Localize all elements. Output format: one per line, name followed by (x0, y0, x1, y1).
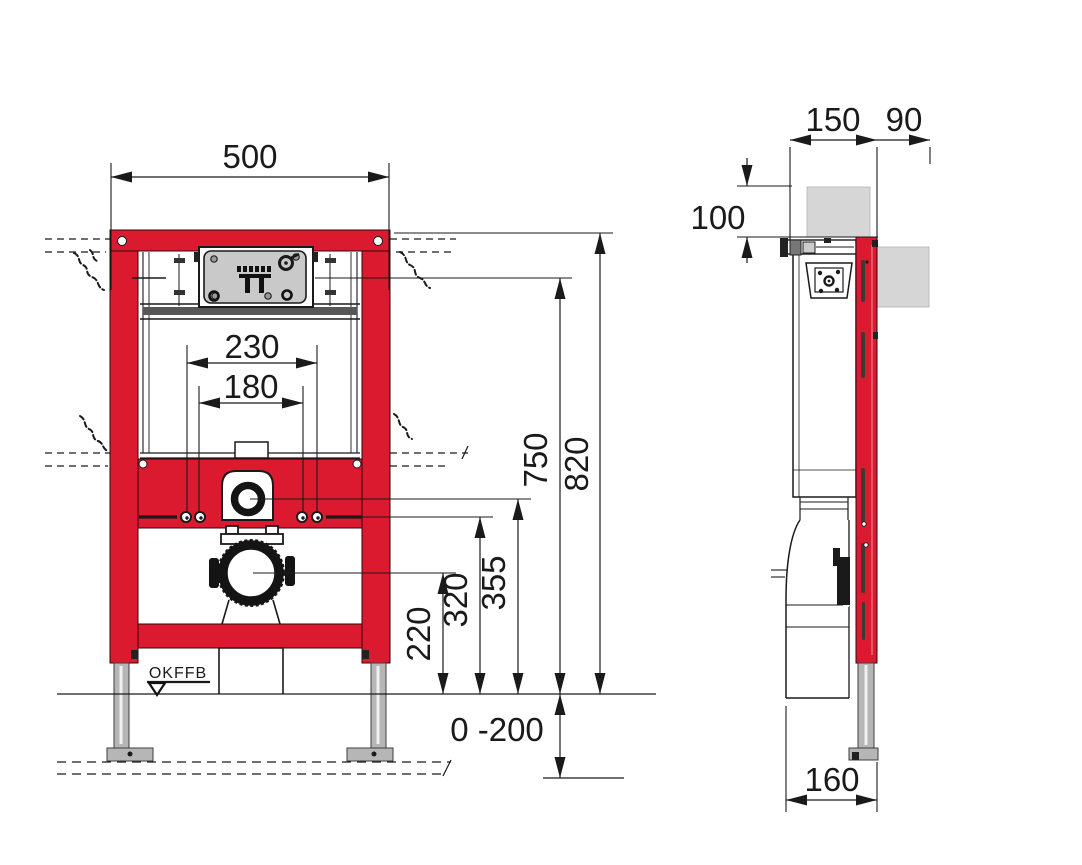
wall-hatching (45, 238, 469, 467)
arrowhead (554, 278, 566, 299)
arrowhead (512, 673, 524, 694)
flush-bracket (208, 274, 293, 302)
arrowhead (437, 573, 449, 594)
wall-break-mark (73, 252, 105, 291)
floor-level-marker: OKFFB (146, 665, 210, 697)
frame-left-post (109, 229, 139, 664)
flush-pipe-panel (137, 458, 363, 529)
dim-100: 100 (690, 158, 878, 263)
bracket-tab (174, 258, 185, 263)
arrowhead (296, 357, 317, 369)
floor-label: OKFFB (149, 665, 207, 682)
dim-750-label: 750 (517, 432, 554, 487)
mounting-frame (109, 229, 391, 664)
hinge-tab (313, 252, 318, 262)
dim-220-label: 220 (400, 606, 437, 661)
dim-355-label: 355 (475, 555, 512, 610)
dim-floor-range: 0 -200 (450, 694, 624, 779)
tank-notch (234, 441, 269, 459)
side-view: 150 90 100 160 (690, 101, 931, 812)
access-flange-side (805, 262, 853, 299)
dim-750: 750 (315, 277, 572, 694)
bracket-tab (174, 290, 185, 295)
arrowhead (554, 694, 566, 715)
wall-section-behind (876, 246, 930, 308)
arrowhead (474, 517, 486, 538)
dim-150-label: 150 (805, 101, 860, 138)
screed-lines (57, 759, 452, 777)
panel-hole (352, 459, 362, 469)
dim-100-label: 100 (690, 199, 745, 236)
dim-500-label: 500 (222, 138, 277, 175)
dim-90-label: 90 (886, 101, 923, 138)
arrowhead (111, 171, 132, 183)
outlet-connector (837, 557, 850, 605)
frame-bottom-rail (137, 623, 363, 649)
dim-820: 820 (394, 232, 613, 694)
dim-150-90: 150 90 (789, 101, 931, 247)
drain-pipe (218, 647, 284, 694)
filling-valve-icon (278, 252, 300, 271)
support-legs (106, 662, 394, 762)
bracket-tab (325, 290, 336, 295)
bracket-tab (325, 258, 336, 263)
arrowhead (282, 397, 303, 409)
level-triangle-icon (146, 681, 168, 697)
frame-base (106, 623, 394, 762)
dim-355: 355 (250, 498, 531, 694)
drain-elbow-side (771, 497, 850, 699)
rail-side (855, 236, 878, 664)
front-view: OKFFB 500 230 180 (45, 138, 656, 779)
wall-section-above (806, 186, 871, 238)
arrowhead (856, 794, 877, 806)
dim-180: 180 (198, 368, 304, 512)
arrowhead (368, 171, 389, 183)
top-bracket (780, 238, 857, 257)
dim-500: 500 (110, 138, 390, 290)
cistern-access-box (194, 246, 318, 308)
arrowhead (437, 673, 449, 694)
dim-0-200-label: 0 -200 (450, 711, 544, 748)
arrowhead (187, 357, 208, 369)
arrowhead (474, 673, 486, 694)
wall-break-mark (399, 251, 431, 289)
hinge-tab (194, 252, 199, 262)
arrowhead (741, 165, 753, 186)
dim-160: 160 (785, 706, 878, 812)
arrowhead (199, 397, 220, 409)
arrowhead (594, 673, 606, 694)
dim-180-label: 180 (223, 368, 278, 405)
drain-ear (209, 558, 219, 588)
tank-top-bar (143, 307, 357, 315)
arrowhead (554, 757, 566, 778)
dim-230: 230 (186, 328, 318, 512)
cistern-side (780, 238, 857, 498)
rail-hole (373, 236, 383, 246)
frame-rail-side (848, 236, 879, 761)
terminal-row (237, 266, 271, 272)
right-foot (346, 747, 394, 762)
dim-230-label: 230 (224, 328, 279, 365)
arrowhead (512, 499, 524, 520)
arrowhead (909, 134, 930, 146)
dim-220: 220 (253, 572, 456, 694)
drain-ear (285, 556, 295, 586)
arrowhead (741, 237, 753, 258)
arrowhead (790, 134, 811, 146)
panel-hole (138, 459, 148, 469)
dim-320: 320 (326, 516, 493, 694)
arrowhead (786, 794, 807, 806)
frame-right-post (361, 229, 391, 664)
arrowhead (856, 134, 877, 146)
arrowhead (594, 233, 606, 254)
rail-hole (117, 236, 127, 246)
dim-820-label: 820 (558, 436, 595, 491)
drain-connector (209, 525, 295, 625)
dim-160-label: 160 (804, 761, 859, 798)
arrowhead (554, 673, 566, 694)
